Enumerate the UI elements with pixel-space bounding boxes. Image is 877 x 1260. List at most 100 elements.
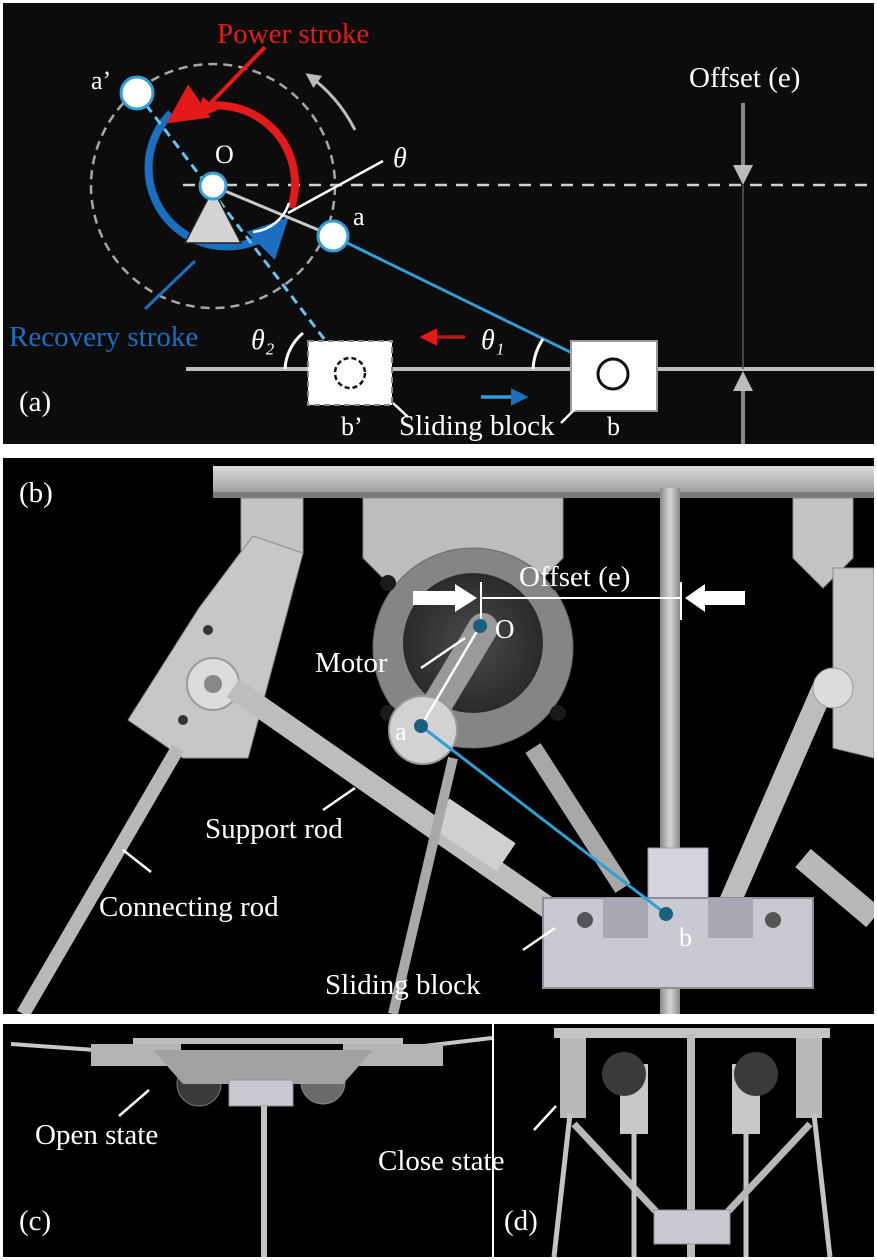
- sliding-block-leader: [522, 926, 556, 952]
- close-rod-1: [551, 1113, 573, 1257]
- connecting-rod-bar: [16, 744, 185, 1014]
- theta1-angle-arc: [531, 338, 545, 370]
- offset-label: Offset (e): [689, 62, 800, 94]
- panel-d-close-state: Close state (d): [494, 1024, 874, 1257]
- panel-d-svg: Close state (d): [504, 1028, 833, 1257]
- point-b-label: b: [607, 412, 620, 441]
- connecting-link-a-b: [332, 234, 614, 375]
- open-sliding-block: [228, 1079, 294, 1107]
- sliding-block-label-b: Sliding block: [325, 969, 481, 1001]
- sliding-block-b: [570, 340, 658, 412]
- close-arm-4: [796, 1038, 822, 1118]
- power-stroke-arc: [166, 84, 299, 210]
- motor-hole-2: [550, 575, 566, 591]
- overlay-O-a: [419, 625, 482, 727]
- close-top-plate: [554, 1028, 830, 1038]
- close-rod-6: [811, 1113, 833, 1257]
- sliding-block-hole-right: [765, 912, 781, 928]
- open-left-arm: [91, 1044, 181, 1066]
- sliding-block-slot-left: [603, 898, 648, 938]
- top-plate-edge: [213, 492, 874, 498]
- overlay-joint-b: [659, 907, 673, 921]
- b-leader: [560, 408, 576, 424]
- crank-base-triangle: [183, 187, 243, 244]
- panel-b-render: (b) Offset (e) O a b Motor Support rod C…: [3, 458, 874, 1014]
- close-motor-right: [734, 1052, 778, 1096]
- connecting-rod-leader: [122, 849, 152, 873]
- open-linkage: [153, 1050, 373, 1084]
- theta-pointer-line: [287, 159, 384, 215]
- close-motor-left: [602, 1052, 646, 1096]
- left-arm-hole-1: [203, 625, 213, 635]
- motor-hole-1: [380, 575, 396, 591]
- close-rod-5: [717, 1121, 813, 1223]
- support-rod-sleeve: [430, 798, 516, 872]
- point-a-label-b: a: [395, 717, 407, 746]
- joint-a-prime: [119, 75, 155, 111]
- recovery-stroke-pointer: [143, 259, 197, 311]
- crank-link-O-a: [212, 184, 334, 238]
- support-rod-label: Support rod: [205, 813, 343, 845]
- connecting-rod-label: Connecting rod: [99, 891, 279, 923]
- panel-c-svg: Open state (c): [10, 1036, 492, 1257]
- offset-label-b: Offset (e): [519, 561, 630, 593]
- sliding-block-label: Sliding block: [399, 410, 555, 442]
- point-a-label: a: [353, 202, 365, 231]
- sliding-block-hole-left: [577, 912, 593, 928]
- right-lower-rod: [795, 848, 874, 928]
- left-rod-end-pin: [204, 675, 222, 693]
- theta1-label: θ₁: [481, 325, 505, 356]
- panel-c-label: (c): [19, 1205, 51, 1237]
- point-b-label-b: b: [679, 923, 692, 952]
- motor-leader: [420, 636, 466, 670]
- sliding-block-top: [647, 847, 709, 904]
- sliding-block-b-prime: [307, 340, 393, 406]
- mid-rod: [525, 743, 631, 893]
- open-central-rod: [261, 1106, 267, 1257]
- panel-a-label: (a): [19, 386, 51, 418]
- point-a-prime-label: a’: [91, 66, 111, 95]
- panel-a-schematic: Power stroke Recovery stroke Offset (e) …: [3, 3, 874, 444]
- offset-arrow-left: [413, 584, 477, 612]
- right-support-rod: [712, 683, 834, 923]
- power-stroke-label: Power stroke: [217, 18, 369, 50]
- b-prime-leader: [392, 402, 409, 418]
- point-b-prime-label: b’: [341, 412, 363, 441]
- left-arm-hole-2: [178, 715, 188, 725]
- panel-a-svg: Power stroke Recovery stroke Offset (e) …: [9, 18, 874, 444]
- close-sliding-block: [653, 1209, 731, 1245]
- recovery-stroke-arc: [144, 110, 289, 260]
- open-state-label: Open state: [35, 1119, 158, 1151]
- right-rod-end: [812, 667, 854, 709]
- support-rod-bar: [226, 678, 570, 928]
- overlay-joint-O: [473, 619, 487, 633]
- rotation-direction-arrow: [305, 73, 357, 131]
- theta-label: θ: [393, 143, 407, 174]
- right-arm-block: [832, 567, 874, 759]
- open-right-arm: [343, 1044, 443, 1066]
- sliding-block-slot-right: [708, 898, 753, 938]
- panel-c-open-state: Open state (c): [3, 1024, 492, 1257]
- lower-thin-rod: [388, 756, 458, 1014]
- theta-angle-arc: [252, 202, 291, 234]
- motor-label: Motor: [315, 647, 388, 679]
- overlay-a-b: [420, 724, 667, 916]
- sliding-block-body: [542, 897, 814, 989]
- close-central-rod: [687, 1034, 695, 1257]
- overlay-joint-a: [414, 719, 428, 733]
- joint-O: [198, 171, 228, 201]
- joint-b-prime: [333, 356, 367, 390]
- panel-b-svg: (b) Offset (e) O a b Motor Support rod C…: [16, 466, 874, 1014]
- offset-arrow-right: [685, 584, 745, 612]
- point-O-label-b: O: [495, 614, 515, 644]
- close-rod-2: [571, 1121, 667, 1223]
- top-plate: [213, 466, 874, 494]
- crank-dashed-link-a-prime: [135, 92, 349, 370]
- panel-d-label: (d): [504, 1205, 538, 1237]
- support-rod-leader: [322, 786, 356, 812]
- joint-b: [596, 357, 630, 391]
- recovery-stroke-label: Recovery stroke: [9, 321, 198, 353]
- motor-hole-4: [550, 705, 566, 721]
- close-state-leader: [533, 1105, 557, 1131]
- theta2-label: θ₂: [251, 325, 275, 356]
